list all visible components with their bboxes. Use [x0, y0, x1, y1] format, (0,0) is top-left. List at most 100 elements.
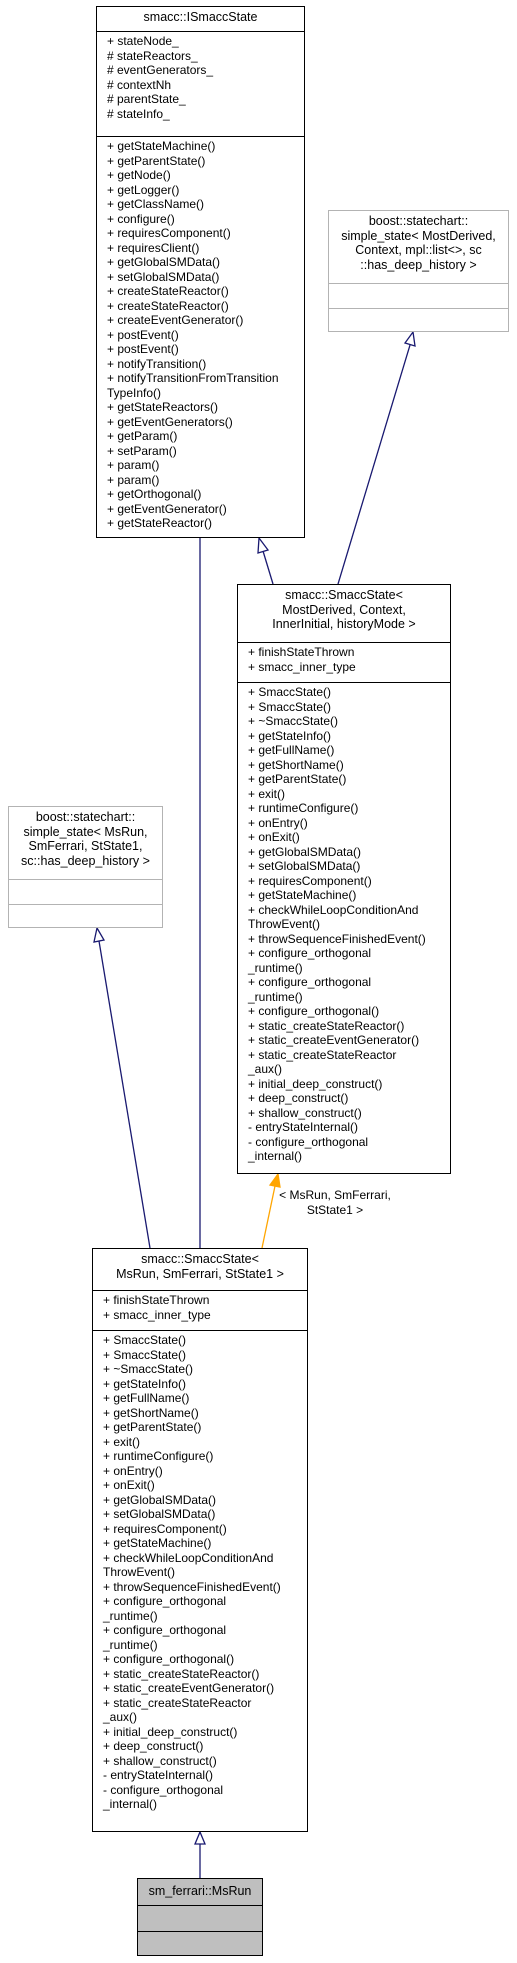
- text-line: + deep_construct(): [248, 1091, 349, 1105]
- text-line: + createStateReactor(): [107, 284, 229, 298]
- text-line: + deep_construct(): [103, 1739, 204, 1753]
- text-line: - configure_orthogonal: [103, 1782, 224, 1797]
- text-line: ThrowEvent(): [248, 917, 321, 931]
- text-line: + onEntry(): [103, 1463, 163, 1478]
- text-line: + getShortName(): [248, 757, 344, 772]
- text-line: _runtime(): [103, 1637, 158, 1652]
- text-line: + checkWhileLoopConditionAnd: [103, 1550, 274, 1565]
- text-line: # stateInfo_: [107, 106, 170, 121]
- text-line: + getParentState(): [107, 153, 206, 168]
- text-line: smacc::SmaccState<: [285, 588, 403, 602]
- text-line: + getFullName(): [248, 743, 335, 757]
- text-line: + configure_orthogonal: [248, 946, 372, 960]
- text-line: _aux(): [103, 1710, 138, 1724]
- text-line: + configure_orthogonal: [248, 975, 372, 989]
- text-line: + requiresComponent(): [107, 226, 231, 240]
- methods-section: + getStateMachine()+ getParentState()+ g…: [97, 136, 304, 537]
- text-line: + throwSequenceFinishedEvent(): [103, 1579, 281, 1594]
- inheritance-edge: [262, 550, 274, 585]
- text-line: simple_state< MsRun,: [23, 824, 148, 839]
- text-line: + getEventGenerators(): [107, 414, 233, 429]
- text-line: + static_createEventGenerator(): [103, 1681, 275, 1695]
- text-line: + checkWhileLoopConditionAnd: [248, 902, 419, 917]
- class-msrun[interactable]: sm_ferrari::MsRun: [137, 1878, 263, 1956]
- text-line: # contextNh: [107, 77, 172, 92]
- text-line: + exit(): [103, 1434, 141, 1449]
- text-line: + createStateReactor(): [107, 298, 229, 313]
- text-line: + getNode(): [107, 168, 171, 182]
- text-line: + requiresClient(): [107, 240, 200, 255]
- class-title: boost::statechart::simple_state< MostDer…: [329, 211, 508, 283]
- text-line: + notifyTransition(): [107, 356, 207, 371]
- text-line: + finishStateThrown: [103, 1293, 210, 1307]
- class-smacc-state-template[interactable]: smacc::SmaccState<MostDerived, Context,I…: [237, 584, 451, 1174]
- text-line: + getStateInfo(): [248, 728, 332, 743]
- text-line: smacc::SmaccState<: [141, 1252, 259, 1266]
- text-line: + getGlobalSMData(): [103, 1492, 217, 1507]
- text-line: + SmaccState(): [248, 699, 332, 714]
- text-line: + getStateReactor(): [107, 516, 213, 530]
- text-line: + shallow_construct(): [103, 1753, 217, 1768]
- text-line: + configure_orthogonal: [103, 1594, 227, 1608]
- text-line: + throwSequenceFinishedEvent(): [248, 931, 426, 946]
- text-line: Context, mpl::list<>, sc: [355, 243, 482, 257]
- text-line: + getParam(): [107, 429, 178, 443]
- text-line: + static_createStateReactor: [103, 1695, 252, 1710]
- text-line: SmFerrari, StState1,: [28, 839, 143, 853]
- methods-section: [329, 308, 508, 331]
- text-line: + getStateMachine(): [248, 888, 357, 902]
- text-line: smacc::ISmaccState: [143, 10, 258, 24]
- text-line: + getGlobalSMData(): [248, 844, 362, 859]
- attributes-section: + finishStateThrown+ smacc_inner_type: [93, 1290, 307, 1330]
- text-line: + SmaccState(): [248, 685, 332, 699]
- text-line: _internal(): [103, 1797, 158, 1811]
- inheritance-arrowhead: [93, 926, 106, 943]
- text-line: + smacc_inner_type: [248, 659, 356, 674]
- class-smacc-state-instance[interactable]: smacc::SmaccState<MsRun, SmFerrari, StSt…: [92, 1248, 308, 1832]
- text-line: + finishStateThrown: [248, 645, 355, 659]
- text-line: + getShortName(): [103, 1405, 199, 1420]
- text-line: + getLogger(): [107, 182, 180, 197]
- text-line: - entryStateInternal(): [103, 1768, 214, 1782]
- attributes-section: + stateNode_# stateReactors_# eventGener…: [97, 31, 304, 136]
- text-line: + setParam(): [107, 443, 177, 458]
- text-line: _runtime(): [103, 1608, 158, 1623]
- text-line: + exit(): [248, 786, 286, 801]
- text-line: TypeInfo(): [107, 385, 162, 400]
- template-arguments-label: < MsRun, SmFerrari,StState1 >: [268, 1188, 402, 1217]
- text-line: _runtime(): [248, 989, 303, 1004]
- class-title: smacc::SmaccState<MostDerived, Context,I…: [238, 585, 450, 642]
- text-line: + stateNode_: [107, 34, 179, 48]
- text-line: StState1 >: [306, 1202, 364, 1217]
- inheritance-arrowhead: [403, 330, 416, 347]
- text-line: + onExit(): [103, 1478, 155, 1492]
- text-line: MostDerived, Context,: [282, 602, 406, 617]
- text-line: + getStateMachine(): [107, 139, 216, 153]
- text-line: + SmaccState(): [103, 1333, 187, 1347]
- text-line: + initial_deep_construct(): [103, 1724, 238, 1739]
- text-line: + requiresComponent(): [103, 1521, 227, 1536]
- text-line: + runtimeConfigure(): [248, 801, 359, 815]
- text-line: + getClassName(): [107, 197, 205, 211]
- class-boost-simple-state-msrun[interactable]: boost::statechart::simple_state< MsRun,S…: [8, 806, 163, 928]
- text-line: < MsRun, SmFerrari,: [279, 1188, 391, 1202]
- text-line: ThrowEvent(): [103, 1565, 176, 1579]
- attributes-section: + finishStateThrown+ smacc_inner_type: [238, 642, 450, 682]
- text-line: + getEventGenerator(): [107, 501, 227, 516]
- attributes-section: [329, 283, 508, 308]
- text-line: + postEvent(): [107, 342, 179, 356]
- text-line: + onExit(): [248, 830, 300, 844]
- class-ismacc-state[interactable]: smacc::ISmaccState + stateNode_# stateRe…: [96, 6, 305, 538]
- class-title: boost::statechart::simple_state< MsRun,S…: [9, 807, 162, 879]
- text-line: sm_ferrari::MsRun: [148, 1884, 252, 1898]
- inheritance-edge: [98, 940, 151, 1249]
- text-line: + static_createStateReactor: [248, 1047, 397, 1062]
- text-line: + getStateMachine(): [103, 1536, 212, 1550]
- text-line: + setGlobalSMData(): [103, 1507, 216, 1521]
- text-line: + ~SmaccState(): [248, 714, 339, 728]
- class-title: sm_ferrari::MsRun: [138, 1879, 262, 1905]
- text-line: # stateReactors_: [107, 48, 198, 63]
- class-boost-simple-state-generic[interactable]: boost::statechart::simple_state< MostDer…: [328, 210, 509, 332]
- inheritance-arrowhead: [194, 1830, 206, 1845]
- text-line: InnerInitial, historyMode >: [272, 617, 416, 631]
